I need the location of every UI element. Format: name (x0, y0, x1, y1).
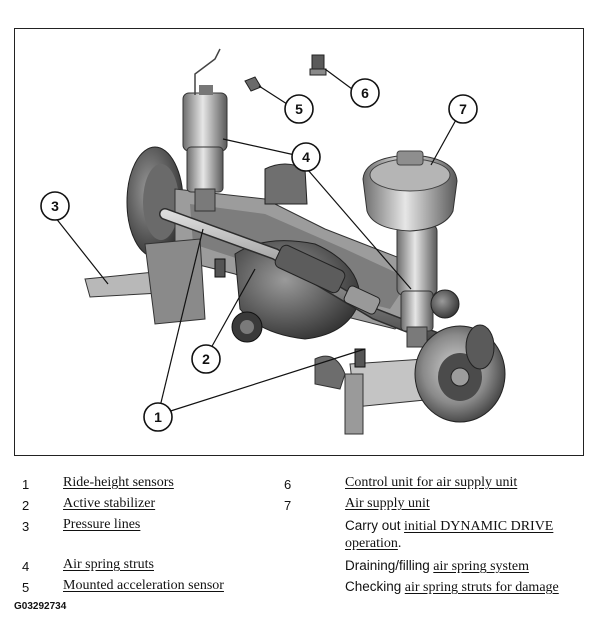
legend-number-2: 2 (22, 498, 30, 513)
action-initial-dynamic-drive: Carry out initial DYNAMIC DRIVE operatio… (345, 517, 585, 552)
action-checking: Checking air spring struts for damage (345, 578, 559, 596)
figure-frame: 1 2 3 4 5 6 7 (14, 28, 584, 456)
svg-text:7: 7 (459, 101, 467, 117)
svg-text:4: 4 (302, 149, 310, 165)
right-brake-disc (414, 324, 506, 423)
legend-link-pressure-lines[interactable]: Pressure lines (63, 517, 141, 532)
action-suffix: . (397, 536, 402, 551)
legend-link-control-unit-air-supply[interactable]: Control unit for air supply unit (345, 475, 518, 490)
action-link-initial-dynamic-drive[interactable]: initial DYNAMIC DRIVE (404, 519, 554, 534)
acceleration-sensor (244, 76, 262, 92)
left-air-spring-strut (182, 48, 228, 212)
svg-text:6: 6 (361, 85, 369, 101)
air-supply-unit (362, 150, 458, 232)
legend-link-air-spring-struts[interactable]: Air spring struts (63, 557, 154, 572)
legend-number-3: 3 (22, 519, 30, 534)
ride-height-sensors (214, 258, 366, 368)
action-prefix: Checking (345, 579, 402, 594)
right-air-spring-strut (396, 224, 460, 348)
action-prefix: Draining/filling (345, 558, 430, 573)
svg-text:2: 2 (202, 351, 210, 367)
action-link-air-spring-struts-damage[interactable]: air spring struts for damage (404, 580, 559, 595)
callout-1: 1 (143, 402, 173, 432)
legend-link-mounted-acceleration-sensor[interactable]: Mounted acceleration sensor (63, 578, 224, 593)
svg-text:3: 3 (51, 198, 59, 214)
callout-2: 2 (191, 344, 221, 374)
action-link-operation[interactable]: operation (345, 536, 398, 551)
legend-link-air-supply-unit[interactable]: Air supply unit (345, 496, 430, 511)
legend-number-6: 6 (284, 477, 292, 492)
legend-number-1: 1 (22, 477, 30, 492)
legend-number-7: 7 (284, 498, 292, 513)
callout-4: 4 (291, 142, 321, 172)
control-arms (84, 238, 436, 435)
air-supply-control-unit (309, 54, 327, 76)
legend-link-active-stabilizer[interactable]: Active stabilizer (63, 496, 156, 511)
svg-text:1: 1 (154, 409, 162, 425)
legend-number-5: 5 (22, 580, 30, 595)
callout-3: 3 (40, 191, 70, 221)
action-prefix: Carry out (345, 518, 401, 533)
callout-7: 7 (448, 94, 478, 124)
svg-text:5: 5 (295, 101, 303, 117)
figure-id: G03292734 (14, 601, 67, 612)
action-draining-filling: Draining/filling air spring system (345, 557, 529, 575)
legend-number-4: 4 (22, 559, 30, 574)
rear-axle-illustration: 1 2 3 4 5 6 7 (40, 48, 506, 435)
legend-link-ride-height-sensors[interactable]: Ride-height sensors (63, 475, 174, 490)
action-link-air-spring-system[interactable]: air spring system (433, 559, 529, 574)
callout-5: 5 (284, 94, 314, 124)
leader-lines (54, 68, 463, 416)
callout-6: 6 (350, 78, 380, 108)
